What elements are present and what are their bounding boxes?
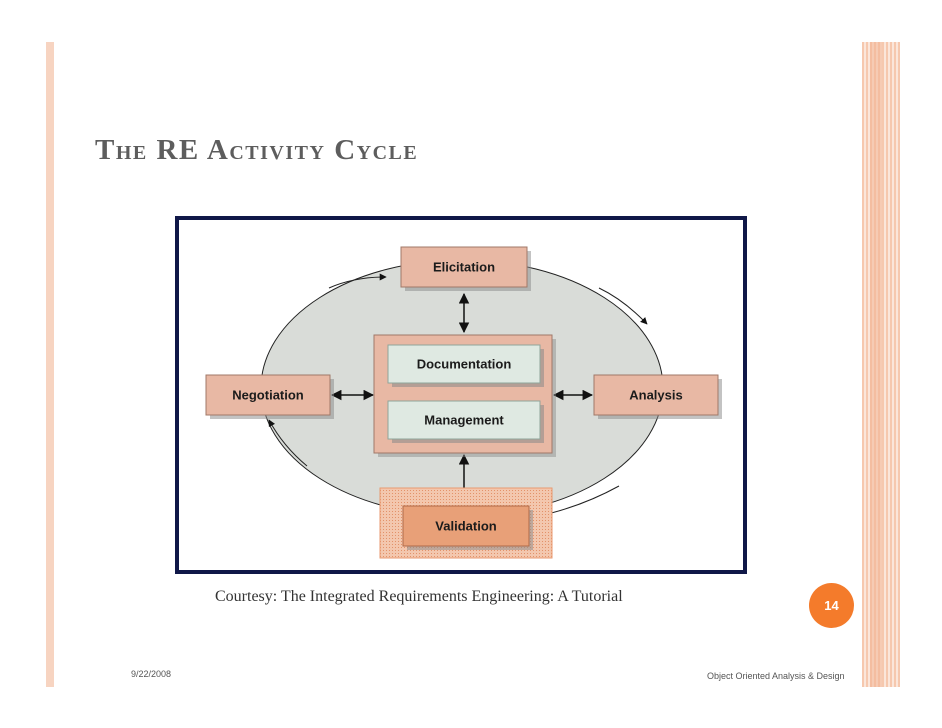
validation-label: Validation bbox=[435, 518, 496, 533]
validation-node: Validation bbox=[379, 487, 553, 559]
negotiation-node: Negotiation bbox=[205, 374, 334, 419]
documentation-node: Documentation bbox=[387, 344, 544, 387]
management-node: Management bbox=[387, 400, 544, 443]
documentation-label: Documentation bbox=[417, 356, 512, 371]
right-edge-stripe bbox=[870, 42, 882, 687]
negotiation-label: Negotiation bbox=[232, 387, 304, 402]
elicitation-label: Elicitation bbox=[433, 259, 495, 274]
cycle-arrow-top-right bbox=[598, 287, 648, 325]
page-number-badge: 14 bbox=[809, 583, 854, 628]
cycle-arrow-bottom-left bbox=[268, 419, 308, 467]
slide-title: The RE Activity Cycle bbox=[95, 134, 419, 166]
analysis-label: Analysis bbox=[629, 387, 682, 402]
cycle-arrow-top-left bbox=[328, 273, 387, 289]
footer-date: 9/22/2008 bbox=[131, 669, 172, 679]
footer-course-title: Object Oriented Analysis & Design bbox=[707, 671, 845, 681]
left-edge-decoration bbox=[46, 42, 54, 687]
diagram-canvas: Elicitation Documentation Management Neg… bbox=[205, 246, 722, 559]
management-label: Management bbox=[424, 412, 504, 427]
re-cycle-diagram: Elicitation Documentation Management Neg… bbox=[175, 216, 747, 574]
elicitation-node: Elicitation bbox=[400, 246, 531, 291]
figure-caption: Courtesy: The Integrated Requirements En… bbox=[215, 588, 623, 605]
analysis-node: Analysis bbox=[593, 374, 722, 419]
